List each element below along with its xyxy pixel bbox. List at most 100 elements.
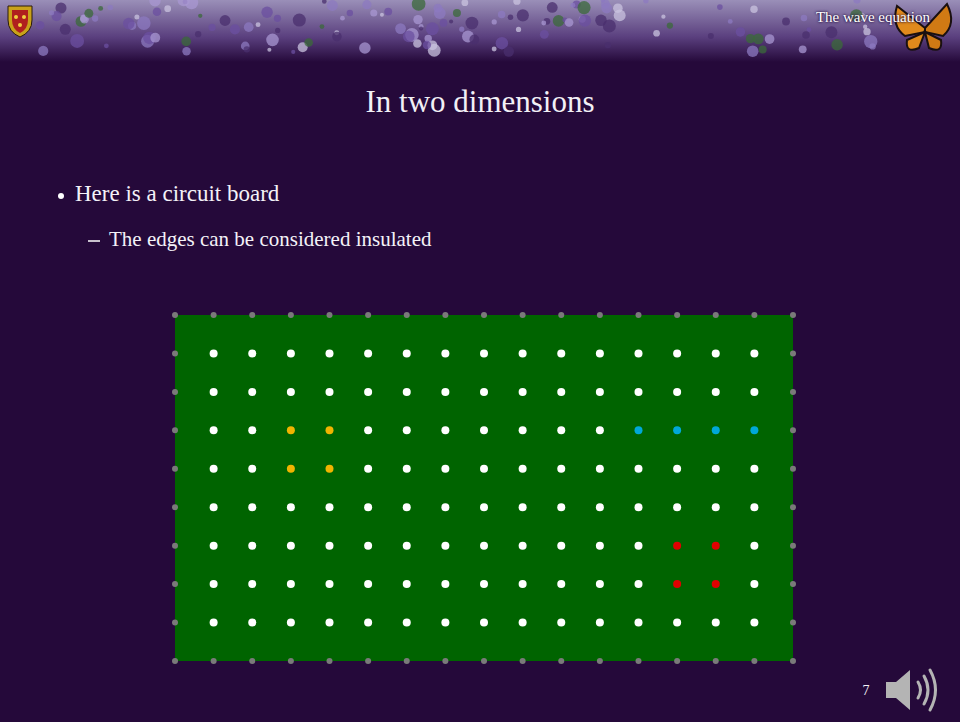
boundary-point [790,658,796,664]
boundary-point [636,312,642,318]
grid-point [750,426,758,434]
grid-point [712,349,720,357]
flower-blob [274,15,281,22]
grid-point [326,465,334,473]
flower-blob [434,7,446,19]
flower-blob [49,10,54,15]
grid-points [172,312,796,664]
boundary-point [288,312,294,318]
grid-point [519,619,527,627]
grid-point [248,619,256,627]
flower-blob [384,8,392,16]
flower-blob [508,14,514,20]
flower-texture [36,0,878,57]
grid-point [287,580,295,588]
boundary-point [790,620,796,626]
boundary-point [172,466,178,472]
flower-blob [70,34,84,48]
sub-bullet-text: The edges can be considered insulated [109,227,431,252]
flower-blob [322,0,327,4]
boundary-point [404,312,410,318]
grid-point [596,349,604,357]
flower-blob [807,27,812,32]
flower-blob [498,11,505,18]
grid-point [287,426,295,434]
flower-blob [149,0,160,6]
grid-point [287,619,295,627]
flower-blob [320,24,325,29]
grid-point [712,619,720,627]
boundary-point [172,427,178,433]
boundary-point [172,658,178,664]
flower-blob [362,0,371,9]
flower-blob [395,23,406,34]
grid-point [287,465,295,473]
grid-point [557,503,565,511]
grid-point [441,580,449,588]
grid-point [635,426,643,434]
grid-point [326,503,334,511]
flower-blob [799,45,807,53]
grid-point [326,388,334,396]
grid-point [403,542,411,550]
flower-blob [98,6,103,11]
flower-blob [261,7,272,18]
grid-point [750,465,758,473]
grid-point [673,349,681,357]
flower-blob [736,27,745,36]
grid-point [750,542,758,550]
grid-point [635,465,643,473]
grid-point [248,465,256,473]
flower-blob [605,42,611,48]
flower-blob [492,19,497,24]
grid-point [403,619,411,627]
flower-blob [426,22,439,35]
grid-point [673,619,681,627]
flower-blob [150,33,160,43]
grid-point [596,388,604,396]
flower-blob [293,14,306,27]
grid-point [210,619,218,627]
grid-point [248,426,256,434]
grid-point [596,465,604,473]
grid-point [480,349,488,357]
flower-blob [412,0,426,11]
grid-point [403,426,411,434]
grid-point [635,542,643,550]
boundary-point [790,389,796,395]
grid-point [248,503,256,511]
boundary-point [597,658,603,664]
boundary-point [327,312,333,318]
grid-point [441,542,449,550]
boundary-point [636,658,642,664]
grid-point [519,503,527,511]
flower-blob [198,14,202,18]
flower-blob [831,39,842,50]
flower-blob [244,46,250,52]
boundary-point [674,658,680,664]
flower-blob [601,0,605,2]
grid-point [673,388,681,396]
boundary-point [172,389,178,395]
grid-point [248,580,256,588]
flower-blob [181,37,191,47]
grid-point [403,349,411,357]
flower-blob [60,24,71,35]
grid-point [403,465,411,473]
flower-blob [541,20,546,25]
grid-point [519,349,527,357]
grid-point [210,580,218,588]
university-crest [8,6,32,37]
speaker-icon [886,670,936,710]
boundary-point [404,658,410,664]
grid-point [480,426,488,434]
flower-blob [36,21,45,30]
flower-blob [370,9,377,16]
grid-point [287,503,295,511]
flower-blob [759,46,767,54]
grid-point [287,542,295,550]
flower-blob [134,15,139,20]
boundary-point [790,581,796,587]
flower-blob [753,33,764,44]
grid-point [480,542,488,550]
